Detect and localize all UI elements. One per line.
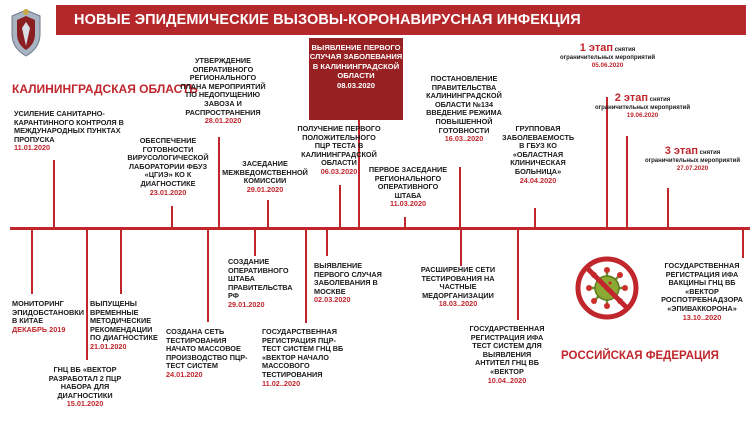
crossed-virus-icon	[575, 256, 639, 320]
connector	[218, 137, 220, 227]
event-23-01-2020: Обеспечение готовности вирусологической …	[127, 136, 209, 197]
connector	[339, 185, 341, 227]
highlight-event-box: Выявление первого случая заболевания в К…	[309, 38, 403, 120]
connector	[667, 188, 669, 227]
connector	[171, 206, 173, 227]
event-13-10-2020: Государственная регистрация ИФА вакцины …	[661, 261, 743, 322]
event-28-01-2020: Утверждение оперативного регионального п…	[180, 56, 266, 126]
connector	[120, 230, 122, 294]
event-15-01-2020: ГНЦ ВБ «Вектор разработал 2 ПЦР набора д…	[48, 365, 122, 409]
connector	[358, 120, 360, 227]
connector	[404, 217, 406, 227]
stage-2: 2 этап снятия ограничительных мероприяти…	[594, 92, 691, 120]
connector	[742, 230, 744, 258]
event-08-03-2020: Выявление первого случая заболевания в К…	[309, 43, 403, 90]
event-10-04-2020: Государственная регистрация ИФА тест сис…	[469, 324, 545, 385]
connector	[606, 97, 608, 227]
event-18-03-2020: Расширение сети тестирования на частные …	[420, 265, 496, 309]
event-02-03-2020: Выявление первого случая заболевания в М…	[314, 261, 382, 305]
connector	[626, 136, 628, 227]
connector	[267, 200, 269, 227]
event-06-03-2020: Получение первого положительного ПЦР тес…	[297, 124, 381, 176]
connector	[86, 230, 88, 360]
event-11-02-2020: Государственная регистрация ПЦР-тест сис…	[262, 327, 344, 388]
event-16-03-2020: Постановление Правительства Калининградс…	[426, 74, 502, 144]
stage-1: 1 этап снятия ограничительных мероприяти…	[559, 42, 656, 70]
connector	[517, 230, 519, 320]
page-title: НОВЫЕ ЭПИДЕМИЧЕСКИЕ ВЫЗОВЫ-КОРОНАВИРУСНА…	[74, 12, 581, 28]
event-24-01-2020: Создана сеть тестирования начато массово…	[166, 327, 248, 379]
event-dec-2019: Мониторинг эпидобстановки в КитаеДЕКАБРЬ…	[12, 299, 84, 334]
region-label-russia: РОССИЙСКАЯ ФЕДЕРАЦИЯ	[561, 350, 719, 362]
connector	[53, 160, 55, 227]
event-24-04-2020: Групповая заболеваемость в ГБУЗ КО «Обла…	[502, 124, 575, 185]
event-29-01-2020: Заседание межведомственной комиссии29.01…	[222, 159, 308, 194]
connector	[254, 230, 256, 256]
connector	[31, 230, 33, 294]
emblem-icon	[11, 9, 41, 57]
connector	[534, 208, 536, 227]
event-21-01-2020: Выпущены временные методические рекоменд…	[90, 299, 158, 351]
connector	[207, 230, 209, 322]
title-banner: НОВЫЕ ЭПИДЕМИЧЕСКИЕ ВЫЗОВЫ-КОРОНАВИРУСНА…	[56, 5, 746, 35]
event-11-03-2020: Первое заседание регионального оперативн…	[368, 165, 448, 209]
stage-3: 3 этап снятия ограничительных мероприяти…	[644, 145, 741, 173]
region-label-kaliningrad: КАЛИНИНГРАДСКАЯ ОБЛАСТЬ	[12, 82, 198, 96]
connector	[459, 167, 461, 227]
event-29-01-2020-rf: Создание оперативного штаба Правительств…	[228, 257, 293, 309]
timeline-axis	[10, 227, 750, 230]
connector	[326, 230, 328, 256]
connector	[305, 230, 307, 323]
event-11-01-2020: Усиление санитарно-карантинного контроля…	[14, 109, 124, 153]
connector	[460, 230, 462, 266]
